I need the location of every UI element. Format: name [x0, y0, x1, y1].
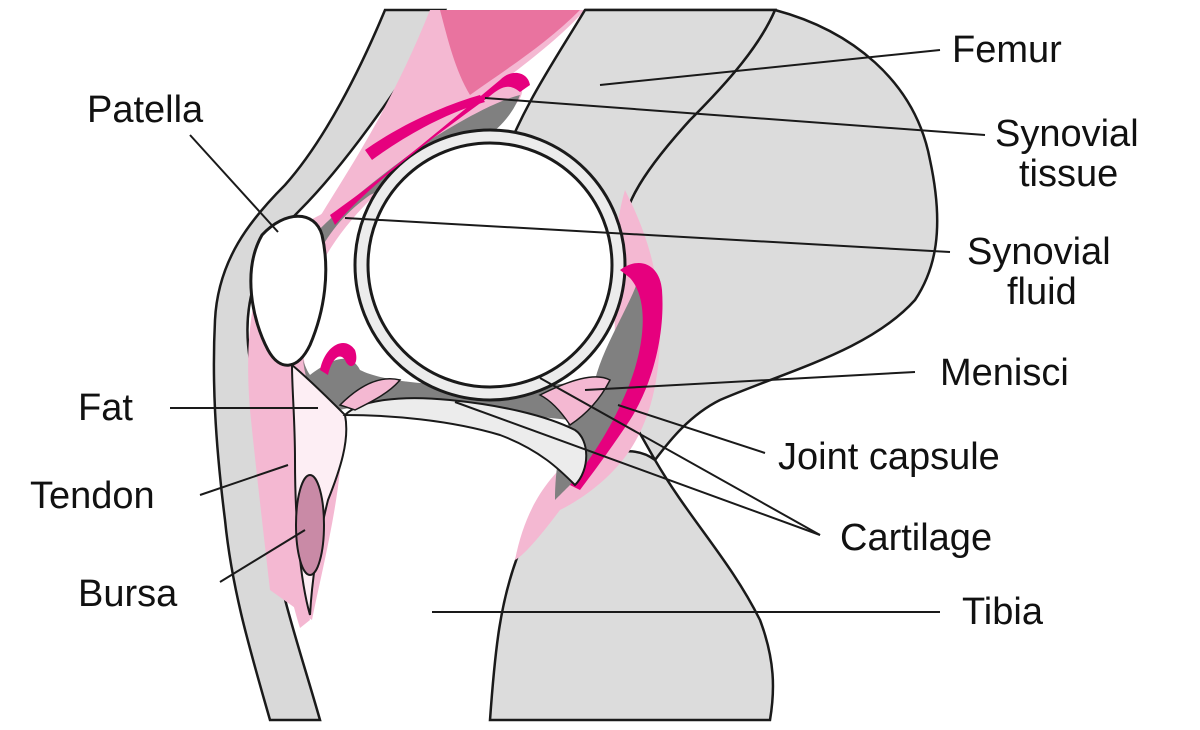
leader-cartilage-1 [539, 377, 821, 536]
leader-synovial-tissue [484, 97, 986, 136]
label-synovial-fluid-line1: Synovial [967, 231, 1111, 273]
label-synovial-tissue: Synovial tissue [995, 114, 1139, 194]
label-synovial-fluid-line2: fluid [1007, 271, 1077, 313]
leader-lines [170, 49, 986, 613]
quadriceps-muscle-dark [440, 10, 580, 95]
leader-bursa [219, 529, 306, 583]
label-menisci: Menisci [940, 352, 1069, 394]
leader-joint-capsule [617, 404, 766, 454]
meniscus-front [338, 378, 402, 411]
label-tibia: Tibia [962, 591, 1043, 633]
label-cartilage: Cartilage [840, 517, 993, 559]
leader-cartilage-2 [454, 401, 821, 536]
leader-menisci [584, 371, 916, 391]
label-tendon: Tendon [30, 475, 155, 517]
label-synovial-tissue-line1: Synovial [995, 113, 1139, 155]
tibial-cartilage [342, 397, 588, 487]
leader-femur [599, 49, 941, 86]
patella-bone [249, 214, 328, 367]
patellar-tendon [264, 355, 310, 628]
synovial-tissue-front-lower [365, 95, 485, 160]
label-joint-capsule: Joint capsule [778, 436, 1000, 478]
leader-synovial-fluid [344, 217, 951, 253]
label-fat: Fat [78, 387, 133, 429]
label-synovial-fluid: Synovial fluid [967, 232, 1111, 312]
synovial-tissue-fold [320, 342, 357, 375]
label-patella: Patella [87, 89, 204, 131]
leader-tendon [199, 464, 289, 496]
synovial-tissue-back [570, 262, 663, 490]
tibia-bone [488, 450, 775, 722]
femoral-condyle [366, 141, 614, 389]
label-bursa: Bursa [78, 573, 178, 615]
label-femur: Femur [952, 29, 1062, 71]
label-synovial-tissue-line2: tissue [1019, 153, 1119, 195]
bursa-sac [295, 474, 325, 576]
leader-patella [189, 134, 279, 233]
